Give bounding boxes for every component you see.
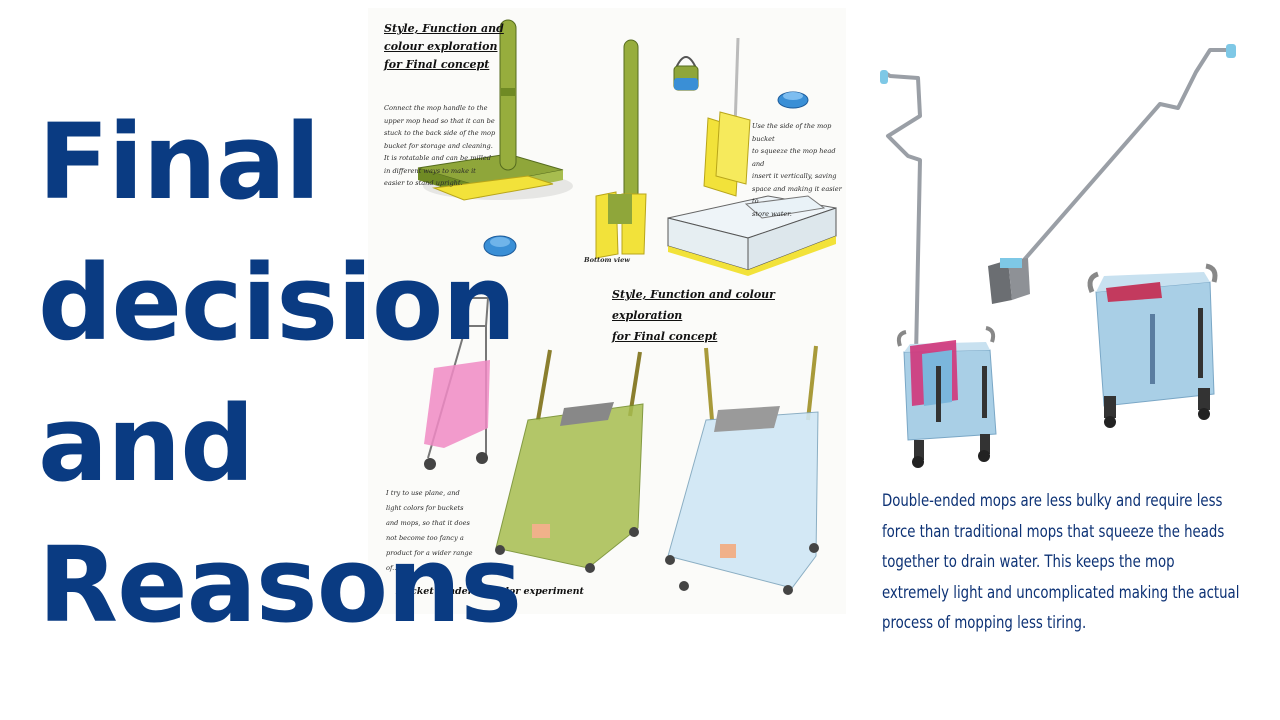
sketch-note-bottom-line: I try to use plane, and — [386, 489, 460, 497]
bucket-cap-sketch — [483, 56, 809, 257]
sketch-note-left-line: upper mop head so that it can be — [384, 116, 495, 125]
render-bucket-back — [1087, 263, 1218, 428]
bucket-sketch-green — [495, 349, 644, 573]
sketch-caption-bottom: Bucket rendering color experiment — [396, 586, 584, 597]
sketch-note-right-line: insert it vertically, saving — [752, 172, 837, 180]
sketch-note-bottom-line: and mops, so that it does — [386, 519, 470, 527]
sketch-note-right-line: store water. — [752, 209, 792, 218]
sketch-note-bottom: I try to use plane, and light colors for… — [386, 486, 473, 576]
sketch-note-left-line: easier to stand upright. — [384, 179, 463, 187]
sketch-note-left-line: in different ways to make it — [384, 166, 476, 175]
sketch-note-left-line: bucket for storage and cleaning. — [384, 141, 493, 150]
sketch-note-left: Connect the mop handle to the upper mop … — [384, 102, 495, 190]
bucket-sketch-blue — [665, 345, 819, 595]
bucket-sketch-pink — [424, 297, 490, 470]
render-mop-diagonal — [988, 44, 1236, 304]
sketch-heading-top-line-2: colour exploration — [384, 40, 498, 53]
sketch-note-right-line: to squeeze the mop head and — [752, 147, 836, 168]
title-line-1: Final — [38, 101, 321, 223]
sketch-note-right-line: space and making it easier to — [752, 184, 842, 206]
sketch-heading-top-line-1: Style, Function and — [384, 22, 504, 35]
render-bucket-front — [896, 326, 997, 468]
mop-bucket-render — [880, 44, 1236, 468]
sketch-note-right-line: Use the side of the mop bucket — [752, 122, 832, 143]
sketch-heading-mid: Style, Function and colour exploration f… — [612, 284, 846, 347]
sketch-heading-top-line-3: for Final concept — [384, 58, 490, 71]
title-line-4: Reasons — [38, 524, 522, 646]
bucket-sketch-white — [667, 37, 837, 276]
sketch-sheet-image: Style, Function and colour exploration f… — [368, 8, 846, 614]
sketch-note-bottom-line: not become too fancy a — [386, 534, 464, 542]
render-mop-upright — [880, 70, 922, 357]
mop-sketch-upright — [417, 19, 573, 201]
title-line-3: and — [38, 383, 255, 505]
sketch-note-bottom-line: light colors for buckets — [386, 504, 464, 512]
sketch-bottom-view-label: Bottom view — [584, 256, 630, 264]
sketch-heading-top: Style, Function and colour exploration f… — [384, 20, 504, 74]
slide-title: Final decision and Reasons — [38, 92, 522, 656]
title-line-2: decision — [38, 242, 516, 364]
sketch-note-left-line: stuck to the back side of the mop — [384, 129, 496, 137]
sketch-heading-mid-line-1: Style, Function and colour exploration — [612, 288, 775, 322]
sketch-note-left-line: It is rotatable and can be milled — [384, 154, 491, 162]
mop-sketch-bottom-view — [595, 39, 647, 259]
sketch-note-right: Use the side of the mop bucket to squeez… — [752, 120, 846, 220]
sketch-note-left-line: Connect the mop handle to the — [384, 104, 488, 112]
sketch-note-bottom-line: of... — [386, 564, 399, 572]
description-paragraph: Double-ended mops are less bulky and req… — [882, 491, 1240, 633]
sketch-heading-mid-line-2: for Final concept — [612, 330, 718, 343]
concept-sketches — [417, 19, 837, 595]
sketch-note-bottom-line: product for a wider range — [386, 549, 473, 557]
